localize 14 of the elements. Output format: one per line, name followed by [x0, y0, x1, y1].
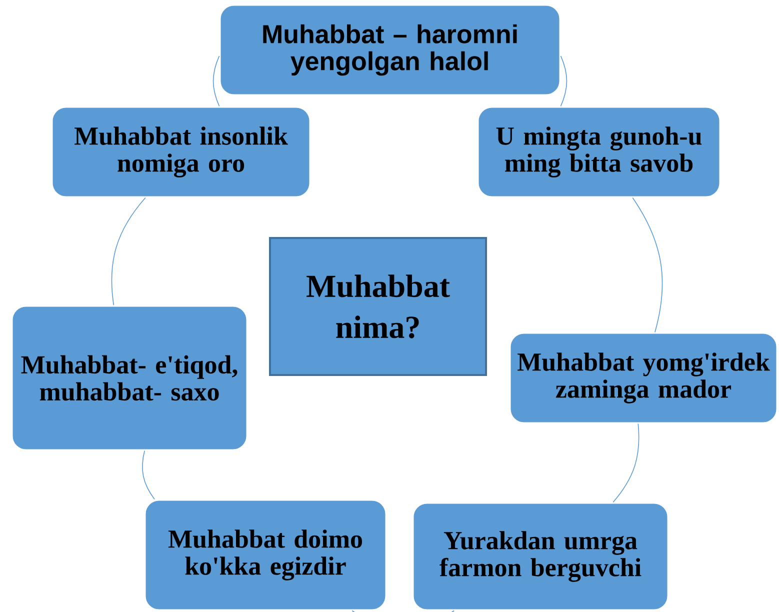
rounded-box: Muhabbat insonlik nomiga oro [51, 106, 311, 198]
connector-line [632, 197, 663, 333]
connector-line [142, 450, 155, 500]
rounded-box: U mingta gunoh-u ming bitta savob [477, 106, 721, 198]
rounded-box: Muhabbat doimo ko'kka egizdir [144, 499, 387, 611]
rounded-box: Muhabbat – haromni yengolgan halol [219, 4, 561, 96]
connector-line [212, 56, 220, 107]
connector-line [612, 423, 640, 503]
connector-line [560, 56, 568, 107]
rounded-box: Muhabbat- e'tiqod, muhabbat- saxo [11, 305, 248, 451]
center-box: Muhabbat nima? [269, 236, 487, 376]
rounded-box: Yurakdan umrga farmon berguvchi [412, 502, 669, 611]
rounded-box: Muhabbat yomg'irdek zaminga mador [509, 332, 778, 424]
connector-line [111, 197, 146, 306]
